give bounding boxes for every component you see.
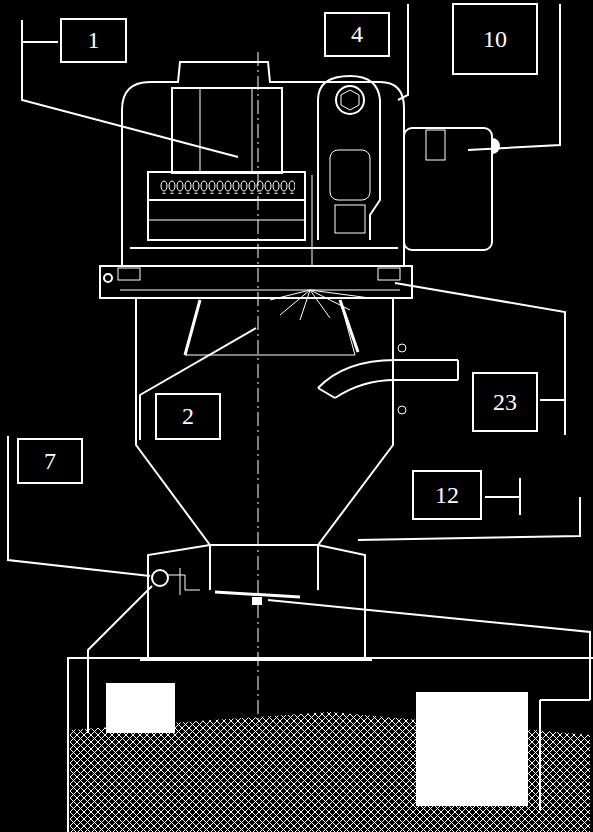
motor-cover [122,62,404,265]
centre-line [258,52,259,725]
discharge-flap [215,592,300,597]
filter-basket [185,300,355,355]
valve-body [318,76,380,240]
leader-line [398,4,408,100]
stand [148,545,365,660]
leader-tick [22,20,58,42]
inlet-pipe [395,360,458,380]
leader-line [268,600,590,700]
motor-base [148,200,305,240]
hinge-pin [104,274,112,282]
blank-plate [416,692,528,806]
blank-plate [106,683,175,733]
callout-number: 1 [88,27,100,53]
bolt [398,344,406,352]
callout-number: 12 [435,482,459,508]
control-box [404,128,492,250]
sensor-bracket [168,568,200,595]
hopper-body [136,298,393,545]
callout-box: 1 [60,18,127,63]
motor-core [200,88,252,173]
leader-tick [485,496,520,498]
leader-tick [519,478,521,515]
callout-box: 10 [452,3,538,75]
leader-line [395,283,565,435]
motor [172,88,282,173]
leader-tick [540,699,590,701]
filter-rod [340,300,358,352]
filter-plate [120,290,400,291]
motor-coil [148,172,305,200]
motor-base-line [148,220,305,221]
filter-rod [185,300,200,355]
leader-line [88,586,152,733]
coil-windings [160,180,295,194]
valve-nut [336,86,364,114]
callout-number: 2 [182,403,194,429]
stand-foot [140,659,372,661]
air-jet [270,290,370,320]
leader-lines [8,4,590,810]
signal-lamp [492,138,500,154]
seal-left [118,268,140,280]
callout-box: 2 [155,393,221,440]
control-switch [426,130,445,160]
callout-box: 23 [472,372,538,432]
proximity-sensor [152,570,168,586]
callout-number: 4 [351,21,363,47]
callout-number: 7 [44,448,56,474]
callout-box: 12 [412,470,482,520]
callout-number: 10 [483,26,507,52]
leader-line [22,42,238,157]
valve-hex [341,90,359,110]
valve-pipe [312,175,313,265]
callout-box: 4 [324,12,390,57]
seal-right [378,268,400,280]
callout-number: 23 [493,389,517,415]
valve-solenoid [330,150,370,200]
valve-nipple [335,205,365,233]
cover-rim [130,247,398,249]
leader-line [140,328,256,440]
bolt [398,406,406,414]
receiving-hopper [68,658,593,832]
flap-weight [252,597,262,605]
flange [100,266,412,298]
outlet [210,545,318,590]
leader-tick [539,700,541,810]
inlet-elbow [318,360,395,398]
leader-line [8,436,150,576]
leader-tick [540,399,565,401]
callout-box: 7 [17,438,83,484]
